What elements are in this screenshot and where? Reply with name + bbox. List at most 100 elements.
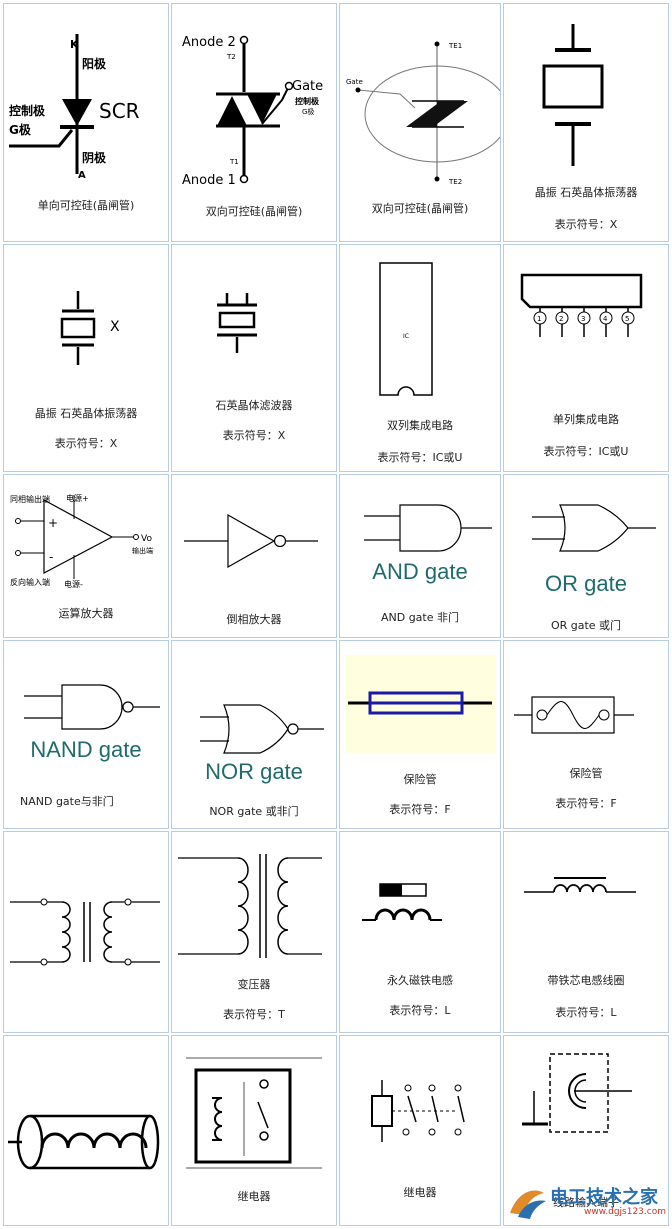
nand-gate-title: NAND gate	[30, 737, 142, 762]
cell-triac-1: Anode 2 T2 Gate 控制极 G极 T1 Anode 1 双向可控硅(…	[171, 3, 337, 242]
cell-nand-gate: NAND gate NAND gate与非门	[3, 640, 169, 829]
triac-symbol: Anode 2 T2 Gate 控制极 G极 T1 Anode 1	[182, 35, 323, 188]
sip-ic-symbol: 1 2 3 4 5	[520, 273, 643, 337]
pin-5-label: 5	[625, 315, 629, 323]
fuse-symbol	[346, 655, 496, 753]
cell-caption: 线路输入端子	[553, 1196, 619, 1209]
op-amp-symbol: 同相输出端 电源+ + - Vo 输出端 反向输入端 电源-	[10, 493, 153, 589]
cell-caption-2: 表示符号：T	[223, 1008, 285, 1021]
cell-relay-2: 继电器	[339, 1035, 501, 1226]
crystal-filter-symbol	[217, 293, 257, 353]
cell-caption-2: 表示符号：IC或U	[377, 451, 463, 464]
minus-label: -	[49, 550, 53, 564]
pin-4-label: 4	[603, 315, 608, 323]
gate-label: Gate	[346, 78, 363, 86]
cell-caption: 晶振 石英晶体振荡器	[534, 186, 638, 199]
scr-title: SCR	[99, 99, 140, 123]
cell-caption-2: 表示符号：L	[389, 1004, 451, 1017]
cell-fuse-1: 保险管 表示符号：F	[339, 640, 501, 829]
te1-label: TE1	[448, 42, 462, 50]
cell-crystal-2: X 晶振 石英晶体振荡器 表示符号：X	[3, 244, 169, 472]
t1-label: T1	[229, 158, 239, 166]
vplus-label: 电源+	[66, 493, 89, 503]
scr-a-label: A	[78, 170, 86, 181]
scr-gate-label: 控制极	[9, 103, 46, 118]
cell-input-terminal: 线路输入端子 电工技术之家 www.dgjs123.com	[503, 1035, 669, 1226]
cell-caption: 永久磁铁电感	[387, 974, 453, 987]
cell-caption: AND gate 非门	[380, 611, 460, 624]
pin-2-label: 2	[559, 315, 563, 323]
cell-op-amp: 同相输出端 电源+ + - Vo 输出端 反向输入端 电源- 运算放大器	[3, 474, 169, 638]
inverter-symbol	[184, 513, 318, 569]
and-gate-symbol	[364, 504, 492, 552]
cell-nor-gate: NOR gate NOR gate 或非门	[171, 640, 337, 829]
cell-caption-2: 表示符号：F	[389, 803, 451, 816]
transformer-core-symbol	[178, 854, 322, 958]
cell-caption: 单向可控硅(晶闸管)	[37, 199, 135, 212]
cell-caption-2: 表示符号：X	[554, 218, 618, 231]
cell-caption: 保险管	[569, 767, 603, 780]
noninv-label: 同相输出端	[10, 494, 50, 504]
scr-anode-label: 阴极	[82, 150, 107, 165]
ic-label: IC	[403, 333, 409, 340]
cell-caption: 继电器	[237, 1190, 271, 1203]
cell-magnet-inductor: 永久磁铁电感 表示符号：L	[339, 831, 501, 1033]
cell-caption-2: 表示符号：IC或U	[543, 445, 629, 458]
pin-3-label: 3	[581, 315, 585, 323]
sip-pins: 1 2 3 4 5	[533, 307, 635, 337]
cell-caption: 晶振 石英晶体振荡器	[34, 407, 138, 420]
cell-core-coil	[3, 1035, 169, 1226]
t2-label: T2	[226, 53, 236, 61]
cell-caption: OR gate 或门	[550, 619, 622, 632]
transformer-symbol	[10, 898, 160, 966]
cell-caption: 双向可控硅(晶闸管)	[371, 202, 469, 215]
cell-caption: 石英晶体滤波器	[215, 399, 293, 412]
or-gate-title: OR gate	[545, 571, 627, 596]
relay-symbol	[186, 1057, 322, 1169]
watermark-url: www.dgjs123.com	[584, 1207, 666, 1217]
or-gate-symbol	[532, 504, 656, 552]
crystal-symbol: X	[60, 291, 120, 365]
core-inductor-symbol	[524, 877, 636, 893]
scr-cathode-label: 阳极	[82, 56, 107, 71]
cell-fuse-2: 保险管 表示符号：F	[503, 640, 669, 829]
crystal-x-label: X	[110, 319, 120, 335]
nand-gate-symbol	[24, 684, 160, 730]
cell-transformer-1	[3, 831, 169, 1033]
vo-label: Vo	[141, 534, 152, 544]
cell-sip-ic: 1 2 3 4 5 单列集成电路 表示符号：IC或U	[503, 244, 669, 472]
anode2-label: Anode 2	[182, 35, 236, 50]
cell-caption-2: 表示符号：X	[54, 437, 118, 450]
cell-caption: 保险管	[403, 773, 437, 786]
coil-core-symbol	[8, 1114, 160, 1170]
inv-label: 反向输入端	[10, 577, 50, 587]
nor-gate-symbol	[200, 704, 324, 754]
cell-caption: 继电器	[403, 1186, 437, 1199]
cell-dip-ic: IC 双列集成电路 表示符号：IC或U	[339, 244, 501, 472]
te2-label: TE2	[448, 178, 462, 186]
cell-caption: 双列集成电路	[387, 419, 453, 432]
cell-crystal-filter: 石英晶体滤波器 表示符号：X	[171, 244, 337, 472]
cell-or-gate: OR gate OR gate 或门	[503, 474, 669, 638]
cell-caption-2: 表示符号：X	[222, 429, 286, 442]
magnet-inductor-symbol	[362, 883, 442, 921]
cell-and-gate: AND gate AND gate 非门	[339, 474, 501, 638]
cell-caption-2: 表示符号：F	[555, 797, 617, 810]
cell-triac-2: TE1 Gate TE2 双向可控硅(晶闸管)	[339, 3, 501, 242]
cell-caption: 单列集成电路	[553, 413, 619, 426]
scr-symbol: K 阳极 控制极 G极 SCR 阴极 A	[9, 34, 140, 181]
scr-g-label: G极	[9, 122, 32, 137]
cell-caption: 双向可控硅(晶闸管)	[205, 205, 303, 218]
and-gate-title: AND gate	[372, 559, 468, 584]
scr-k-label: K	[70, 38, 79, 51]
plus-label: +	[48, 516, 58, 530]
watermark: 电工技术之家 www.dgjs123.com	[504, 1181, 666, 1223]
watermark-logo-icon	[510, 1190, 546, 1219]
relay-contacts-symbol	[371, 1080, 465, 1142]
cell-relay-1: 继电器	[171, 1035, 337, 1226]
gate-cn-label: 控制极	[295, 96, 319, 106]
cell-caption: 变压器	[237, 978, 271, 991]
cell-caption: 倒相放大器	[226, 613, 282, 626]
nor-gate-title: NOR gate	[205, 759, 303, 784]
